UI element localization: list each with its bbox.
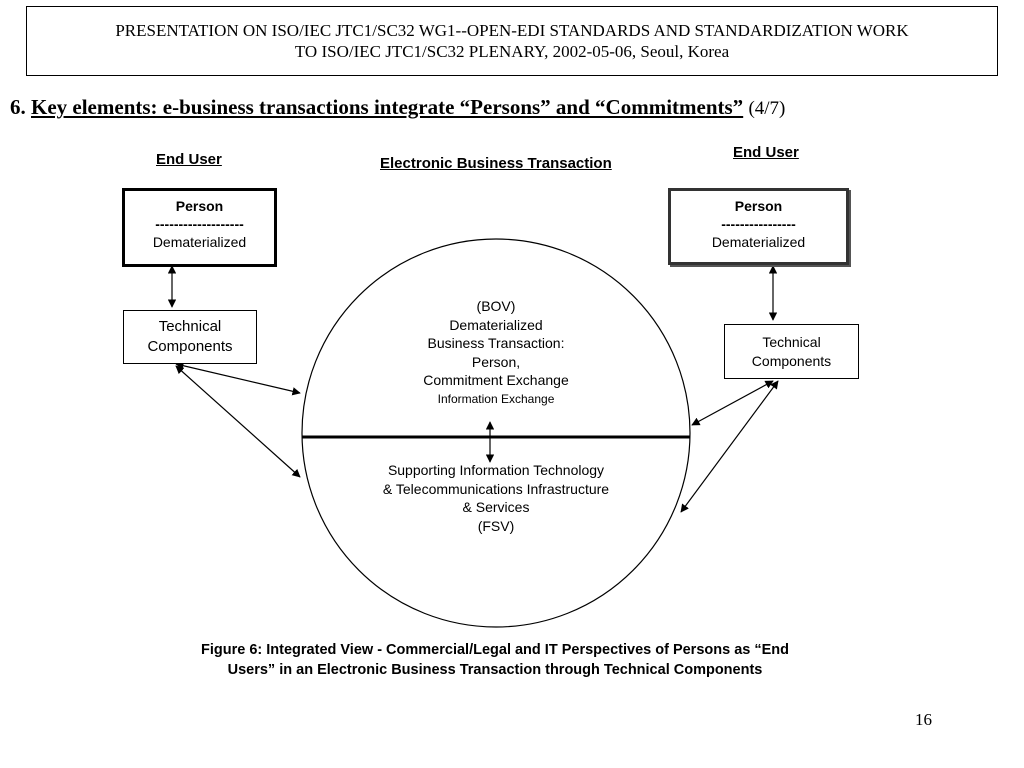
section-number: 6. bbox=[10, 95, 26, 119]
fsv-line-2: & Telecommunications Infrastructure bbox=[382, 480, 610, 497]
fsv-line-4: (FSV) bbox=[477, 517, 515, 534]
right-tech-fsv-arrow bbox=[680, 380, 779, 513]
caption-line-2: Users” in an Electronic Business Transac… bbox=[227, 662, 763, 678]
left-person-divider: ------------------- bbox=[155, 216, 244, 232]
section-title: Key elements: e-business transactions in… bbox=[31, 95, 744, 119]
right-tech-bov-arrow bbox=[691, 380, 774, 426]
caption-line-1: Figure 6: Integrated View - Commercial/L… bbox=[201, 642, 789, 658]
bov-text: (BOV) Dematerialized Business Transactio… bbox=[376, 297, 616, 408]
left-tech-line-1: Technical bbox=[158, 318, 222, 335]
right-person-divider: ---------------- bbox=[721, 216, 796, 232]
header-line-1: PRESENTATION ON ISO/IEC JTC1/SC32 WG1--O… bbox=[115, 21, 909, 40]
right-person-sub: Dematerialized bbox=[711, 234, 806, 250]
header-line-2: TO ISO/IEC JTC1/SC32 PLENARY, 2002-05-06… bbox=[294, 42, 730, 61]
left-technical-components: Technical Components bbox=[123, 310, 257, 364]
left-tech-line-2: Components bbox=[147, 338, 233, 355]
left-end-user-label: End User bbox=[156, 151, 222, 168]
fsv-line-3: & Services bbox=[462, 499, 530, 515]
right-person-title: Person bbox=[734, 198, 783, 214]
right-technical-components: Technical Components bbox=[724, 324, 859, 379]
right-tech-line-1: Technical bbox=[762, 333, 821, 350]
fsv-line-1: Supporting Information Technology bbox=[387, 462, 605, 478]
left-person-title: Person bbox=[175, 198, 224, 214]
transaction-title: Electronic Business Transaction bbox=[380, 155, 612, 172]
left-person-sub: Dematerialized bbox=[152, 234, 247, 250]
fsv-text: Supporting Information Technology & Tele… bbox=[356, 461, 636, 535]
bov-line-3: Business Transaction: bbox=[427, 335, 565, 351]
presentation-header: PRESENTATION ON ISO/IEC JTC1/SC32 WG1--O… bbox=[26, 6, 998, 76]
figure-caption: Figure 6: Integrated View - Commercial/L… bbox=[130, 640, 860, 680]
bov-line-5: Commitment Exchange bbox=[423, 372, 569, 388]
right-tech-line-2: Components bbox=[751, 352, 832, 369]
section-heading: 6. Key elements: e-business transactions… bbox=[10, 95, 785, 120]
bov-line-1: (BOV) bbox=[476, 298, 516, 314]
section-page: (4/7) bbox=[748, 98, 786, 119]
left-tech-fsv-arrow bbox=[175, 365, 301, 478]
page-number: 16 bbox=[915, 710, 932, 729]
bov-line-6: Information Exchange bbox=[437, 391, 555, 406]
bov-line-4: Person, bbox=[471, 353, 521, 370]
left-person-box: Person ------------------- Dematerialize… bbox=[122, 188, 277, 267]
right-end-user-label: End User bbox=[733, 144, 799, 161]
bov-line-2: Dematerialized bbox=[449, 316, 543, 333]
left-tech-bov-arrow bbox=[175, 361, 301, 396]
right-person-box: Person ---------------- Dematerialized bbox=[668, 188, 849, 265]
